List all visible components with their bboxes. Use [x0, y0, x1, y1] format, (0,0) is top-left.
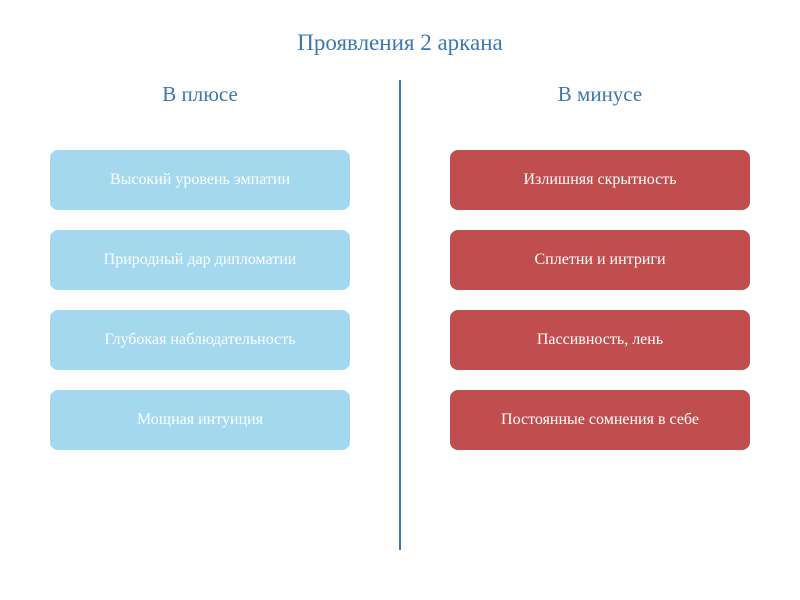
minus-card: Постоянные сомнения в себе: [450, 390, 750, 450]
minus-card: Пассивность, лень: [450, 310, 750, 370]
minus-card-list: Излишняя скрытность Сплетни и интриги Па…: [450, 150, 750, 470]
plus-card: Природный дар дипломатии: [50, 230, 350, 290]
minus-card: Излишняя скрытность: [450, 150, 750, 210]
plus-card-list: Высокий уровень эмпатии Природный дар ди…: [50, 150, 350, 470]
column-divider: [399, 80, 401, 550]
plus-card: Глубокая наблюдательность: [50, 310, 350, 370]
diagram-title: Проявления 2 аркана: [297, 30, 503, 55]
plus-card: Высокий уровень эмпатии: [50, 150, 350, 210]
minus-card: Сплетни и интриги: [450, 230, 750, 290]
plus-column-heading: В плюсе: [162, 82, 238, 106]
plus-card: Мощная интуиция: [50, 390, 350, 450]
minus-column-heading: В минусе: [557, 82, 643, 106]
